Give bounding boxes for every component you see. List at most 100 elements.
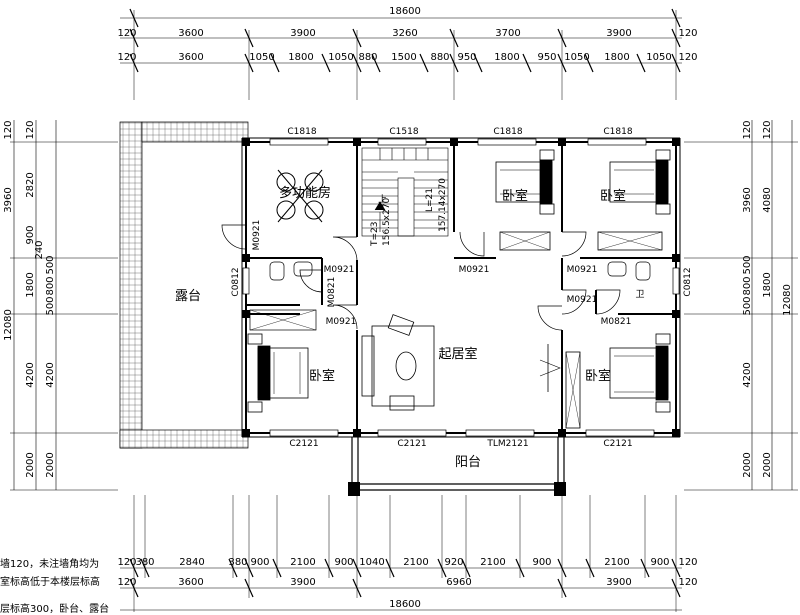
top-total-dim: 18600 bbox=[389, 6, 421, 17]
door-label: M0921 bbox=[324, 265, 355, 275]
door-label: M0921 bbox=[252, 220, 262, 251]
dim-label: 120 bbox=[117, 577, 136, 588]
terrace-parapet bbox=[119, 121, 249, 449]
dim-label: 3900 bbox=[290, 28, 315, 39]
staircase bbox=[361, 147, 449, 237]
door-labels: M0921 M0921 M0821 M0921 M0921 M0921 M092… bbox=[252, 220, 631, 327]
dim-label: 2000 bbox=[762, 452, 773, 477]
dim-label: 2000 bbox=[742, 452, 753, 477]
door-swing bbox=[332, 236, 358, 262]
dim-label: 2840 bbox=[179, 557, 204, 568]
stair-labels: 上 156.5x270 157.14x270 T=23 L=21 bbox=[370, 178, 448, 247]
structural-columns bbox=[242, 138, 680, 496]
bottom-total-dim: 18600 bbox=[389, 599, 421, 610]
bottom-dimensions bbox=[120, 495, 682, 612]
column bbox=[353, 138, 361, 146]
dim-label: 380 bbox=[135, 557, 154, 568]
left-dimensions bbox=[10, 120, 118, 491]
top-dimensions bbox=[120, 8, 682, 100]
dim-label: 3600 bbox=[178, 52, 203, 63]
dim-label: 1800 bbox=[604, 52, 629, 63]
dim-label: 1500 bbox=[391, 52, 416, 63]
room-label-multi-function: 多功能房 bbox=[279, 185, 331, 201]
windows bbox=[242, 138, 680, 437]
dim-label: 3960 bbox=[3, 187, 14, 212]
window-label: C2121 bbox=[289, 439, 318, 449]
window bbox=[465, 429, 535, 437]
room-label-living: 起居室 bbox=[438, 346, 477, 362]
interior-walls bbox=[246, 142, 676, 433]
column bbox=[672, 254, 680, 262]
door-swing bbox=[332, 304, 358, 330]
right-dim-text: 120 3960 500 800 500 4200 2000 120 4080 … bbox=[742, 120, 793, 477]
column bbox=[353, 429, 361, 437]
window bbox=[269, 429, 339, 437]
column bbox=[348, 482, 360, 496]
wc-west-fixtures bbox=[249, 261, 317, 331]
window-label: C0812 bbox=[231, 267, 241, 296]
sofa bbox=[361, 335, 375, 397]
dim-label: 3900 bbox=[606, 577, 631, 588]
bottom-dim-text: 120 380 2840 380 900 2100 900 1040 2100 … bbox=[117, 557, 697, 610]
sink-icon bbox=[607, 261, 627, 277]
dim-label: 900 bbox=[250, 557, 269, 568]
top-extension-lines bbox=[133, 10, 677, 100]
bed-se bbox=[565, 333, 671, 429]
window bbox=[587, 138, 647, 146]
column bbox=[672, 310, 680, 318]
doors bbox=[221, 224, 621, 331]
dim-label: 1800 bbox=[25, 272, 36, 297]
table-set-icon bbox=[276, 169, 324, 223]
sink-icon bbox=[293, 261, 313, 277]
door-swing bbox=[221, 224, 247, 250]
dim-label: 880 bbox=[358, 52, 377, 63]
window-label: C1518 bbox=[389, 127, 418, 137]
window bbox=[377, 429, 447, 437]
door-label: M0921 bbox=[459, 265, 490, 275]
left-extension-lines bbox=[10, 141, 118, 491]
bottom-extension-lines bbox=[133, 495, 677, 612]
dim-label: 120 bbox=[678, 28, 697, 39]
dim-label: 12080 bbox=[3, 309, 14, 341]
dim-label: 500 bbox=[742, 296, 753, 315]
column bbox=[558, 138, 566, 146]
window-label: C1818 bbox=[493, 127, 522, 137]
door-swing bbox=[561, 289, 587, 315]
dim-label: 380 bbox=[228, 557, 247, 568]
column bbox=[242, 138, 250, 146]
dim-label: 4080 bbox=[762, 187, 773, 212]
dim-label: 500 bbox=[742, 255, 753, 274]
window bbox=[269, 138, 329, 146]
note-line: 室标高低于本楼层标高 bbox=[0, 575, 100, 588]
top-dim-text: 18600 120 3600 3900 3260 3700 3900 120 1… bbox=[117, 6, 697, 63]
dim-label: 240 bbox=[34, 240, 45, 259]
wc-east-fixtures bbox=[607, 261, 651, 281]
dim-label: 900 bbox=[334, 557, 353, 568]
window-label: C2121 bbox=[603, 439, 632, 449]
door-swing bbox=[561, 231, 587, 257]
room-label-bedroom-se: 卧室 bbox=[585, 368, 611, 384]
dim-label: 900 bbox=[650, 557, 669, 568]
stair-step-label: L=21 bbox=[425, 188, 435, 212]
dim-label: 800 bbox=[45, 276, 56, 295]
column bbox=[450, 138, 458, 146]
room-label-wc-east: 卫 bbox=[635, 290, 644, 300]
window bbox=[672, 267, 680, 295]
dim-label: 900 bbox=[532, 557, 551, 568]
dim-label: 3900 bbox=[606, 28, 631, 39]
dim-label: 1800 bbox=[762, 272, 773, 297]
notes: 墙120，未注墙角均为 室标高低于本楼层标高 层标高300，卧台、露台 bbox=[0, 557, 109, 615]
window-label: TLM2121 bbox=[486, 439, 528, 449]
dim-label: 3600 bbox=[178, 577, 203, 588]
dim-label: 2100 bbox=[604, 557, 629, 568]
column bbox=[672, 429, 680, 437]
wardrobe bbox=[249, 309, 317, 331]
dim-label: 950 bbox=[457, 52, 476, 63]
dim-label: 120 bbox=[117, 52, 136, 63]
window bbox=[242, 267, 250, 295]
armchair bbox=[389, 395, 415, 411]
door-swing bbox=[537, 305, 563, 331]
dim-label: 120 bbox=[3, 120, 14, 139]
